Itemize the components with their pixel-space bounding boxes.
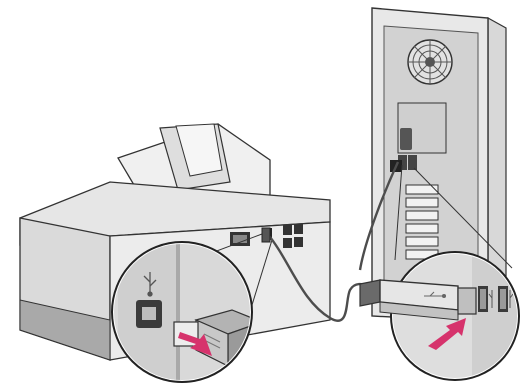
parallel-port-icon	[398, 103, 446, 153]
fan-grille-icon	[408, 40, 452, 84]
usb-b-port-icon	[136, 300, 162, 328]
